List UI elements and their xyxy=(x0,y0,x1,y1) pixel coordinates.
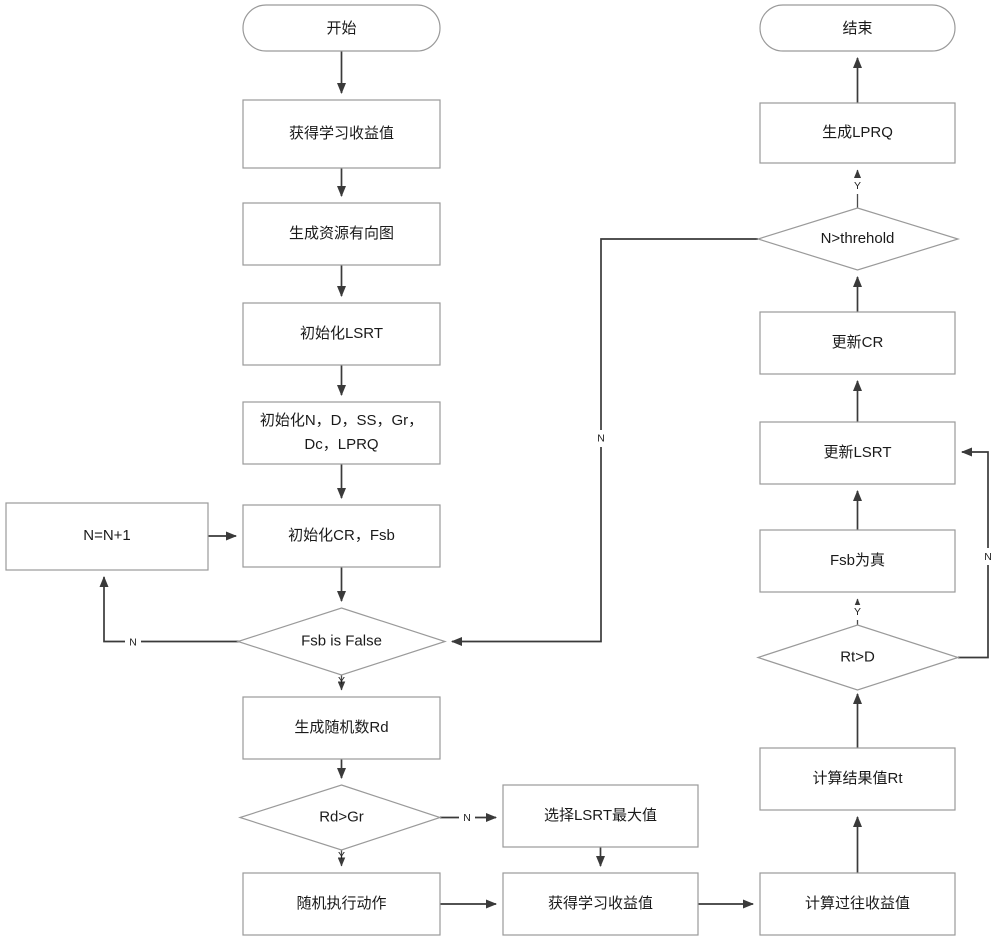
node-init-vars[interactable] xyxy=(242,401,441,465)
node-rand-act-label: 随机执行动作 xyxy=(296,895,386,912)
node-n-plus-1-label: N=N+1 xyxy=(83,527,131,544)
node-rt-gt-d[interactable] xyxy=(756,624,960,691)
node-gen-rd[interactable] xyxy=(242,696,441,760)
edge-label-n-gt-thr-y: Y xyxy=(854,180,861,192)
node-end[interactable] xyxy=(759,4,956,52)
edge-label-rd-gt-gr-n: N xyxy=(463,812,471,824)
edge-label-n-gt-thr-n: N xyxy=(597,432,605,444)
edge-label-fsb-false-n: N xyxy=(129,636,137,648)
node-calc-past-label: 计算过往收益值 xyxy=(805,894,910,912)
edge-label-bg-rt-gt-d-y xyxy=(850,605,865,620)
node-rt-gt-d-label: Rt>D xyxy=(840,648,875,665)
node-init-vars-label-line1: 初始化N，D，SS，Gr， xyxy=(260,412,423,429)
node-sel-max-label: 选择LSRT最大值 xyxy=(544,807,657,824)
node-fsb-false-label: Fsb is False xyxy=(301,632,382,649)
node-upd-lsrt-label: 更新LSRT xyxy=(823,444,891,461)
node-start-label: 开始 xyxy=(326,20,356,37)
node-start[interactable] xyxy=(242,4,441,52)
node-gen-rd-label: 生成随机数Rd xyxy=(294,719,388,736)
node-get-reward1[interactable] xyxy=(242,99,441,169)
node-sel-max[interactable] xyxy=(502,784,699,848)
edge-label-bg-fsb-false-n xyxy=(125,633,141,650)
node-calc-rt-label: 计算结果值Rt xyxy=(812,769,903,787)
node-fsb-false[interactable] xyxy=(236,607,447,676)
node-upd-cr[interactable] xyxy=(759,311,956,375)
node-gen-graph[interactable] xyxy=(242,202,441,266)
node-init-cr[interactable] xyxy=(242,504,441,568)
node-init-vars-label-line2: Dc，LPRQ xyxy=(304,436,378,453)
node-rd-gt-gr-label: Rd>Gr xyxy=(319,808,364,825)
edge-label-bg-rd-gt-gr-n xyxy=(459,809,475,826)
node-calc-past[interactable] xyxy=(759,872,956,936)
node-init-lsrt[interactable] xyxy=(242,302,441,366)
node-n-gt-thr[interactable] xyxy=(755,207,961,271)
edge-label-bg-n-gt-thr-y xyxy=(850,178,865,194)
node-end-label: 结束 xyxy=(842,20,872,37)
edge-label-bg-n-gt-thr-n xyxy=(593,430,609,447)
node-get-reward2[interactable] xyxy=(502,872,699,936)
node-upd-cr-label: 更新CR xyxy=(832,334,884,351)
node-init-cr-label: 初始化CR，Fsb xyxy=(288,527,395,544)
node-rand-act[interactable] xyxy=(242,872,441,936)
node-gen-lprq[interactable] xyxy=(759,102,956,164)
node-gen-lprq-label: 生成LPRQ xyxy=(822,124,893,141)
node-get-reward2-label: 获得学习收益值 xyxy=(548,895,653,912)
edge-label-rd-gt-gr-y: Y xyxy=(338,850,345,862)
node-gen-graph-label: 生成资源有向图 xyxy=(289,225,394,242)
node-upd-lsrt[interactable] xyxy=(759,421,956,485)
node-rd-gt-gr[interactable] xyxy=(238,784,442,851)
node-init-lsrt-label: 初始化LSRT xyxy=(300,325,383,342)
edge-label-bg-rt-gt-d-n xyxy=(980,548,996,565)
node-n-plus-1[interactable] xyxy=(5,502,209,571)
edge-label-fsb-false-y: Y xyxy=(338,675,345,687)
node-fsb-true-label: Fsb为真 xyxy=(830,551,885,569)
node-calc-rt[interactable] xyxy=(759,747,956,811)
node-fsb-true[interactable] xyxy=(759,529,956,593)
node-n-gt-thr-label: N>threhold xyxy=(821,230,895,247)
edge-label-rt-gt-d-y: Y xyxy=(854,606,861,618)
edge-label-rt-gt-d-n: N xyxy=(984,551,992,563)
edge-fsb-false-n-to-n-plus-1 xyxy=(99,576,240,643)
node-get-reward1-label: 获得学习收益值 xyxy=(289,125,394,142)
